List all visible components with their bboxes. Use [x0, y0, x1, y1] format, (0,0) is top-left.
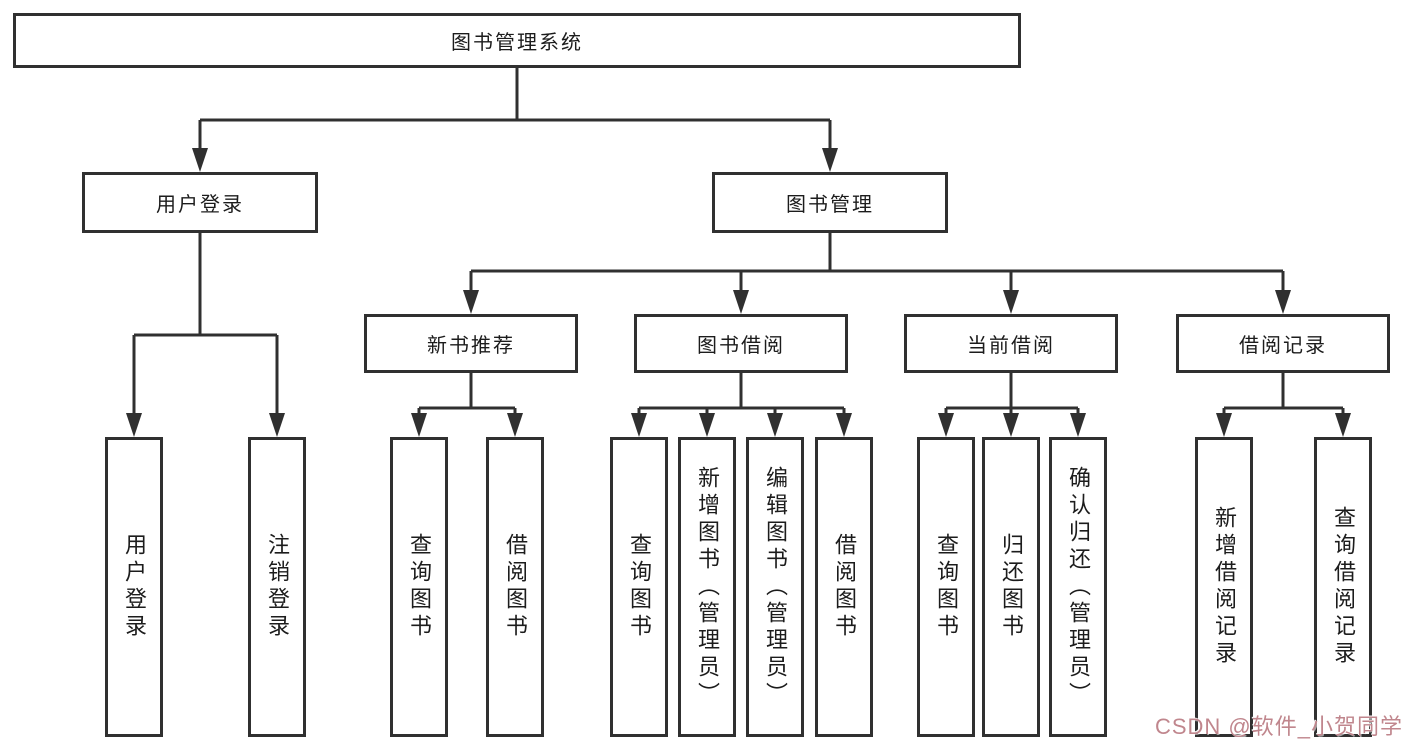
leaf-cb-query-books: 查询图书 [917, 437, 975, 737]
leaf-label: 用户登录 [122, 533, 147, 641]
node-root: 图书管理系统 [13, 13, 1021, 68]
arrowhead [1003, 290, 1019, 314]
arrowhead [192, 148, 208, 172]
arrowhead [767, 413, 783, 437]
leaf-bb-edit-book-admin: 编辑图书（管理员） [746, 437, 804, 737]
node-book-borrow: 图书借阅 [634, 314, 848, 373]
arrowhead [126, 413, 142, 437]
connector-new-book-recommend [417, 373, 517, 415]
arrowhead [733, 290, 749, 314]
arrowhead [822, 148, 838, 172]
arrowhead [836, 413, 852, 437]
leaf-bb-query-books: 查询图书 [610, 437, 668, 737]
leaf-label: 查询图书 [627, 533, 652, 641]
leaf-label: 借阅图书 [503, 533, 528, 641]
leaf-bb-borrow-books: 借阅图书 [815, 437, 873, 737]
leaf-label: 注销登录 [265, 533, 290, 641]
arrowhead [507, 413, 523, 437]
leaf-label: 查询图书 [407, 533, 432, 641]
leaf-label: 归还图书 [999, 533, 1024, 641]
node-borrow-records: 借阅记录 [1176, 314, 1390, 373]
leaf-nbr-query-books: 查询图书 [390, 437, 448, 737]
leaf-label: 查询图书 [934, 533, 959, 641]
arrowhead [938, 413, 954, 437]
leaf-label: 确认归还（管理员） [1066, 465, 1091, 709]
leaf-cb-confirm-return-admin: 确认归还（管理员） [1049, 437, 1107, 737]
arrowhead [699, 413, 715, 437]
connector-root [198, 68, 832, 150]
leaf-user-login: 用户登录 [105, 437, 163, 737]
connector-current-borrow [944, 373, 1080, 415]
leaf-label: 新增图书（管理员） [695, 465, 720, 709]
leaf-bb-add-book-admin: 新增图书（管理员） [678, 437, 736, 737]
connector-book-borrow [637, 373, 846, 415]
leaf-br-query-record: 查询借阅记录 [1314, 437, 1372, 737]
leaf-br-add-record: 新增借阅记录 [1195, 437, 1253, 737]
leaf-label: 编辑图书（管理员） [763, 465, 788, 709]
arrowhead [411, 413, 427, 437]
leaf-logout: 注销登录 [248, 437, 306, 737]
leaf-label: 查询借阅记录 [1331, 506, 1356, 668]
connector-book-management [469, 233, 1285, 292]
arrowhead [463, 290, 479, 314]
arrowhead [1335, 413, 1351, 437]
node-book-management: 图书管理 [712, 172, 948, 233]
leaf-cb-return-books: 归还图书 [982, 437, 1040, 737]
leaf-label: 新增借阅记录 [1212, 506, 1237, 668]
leaf-nbr-borrow-books: 借阅图书 [486, 437, 544, 737]
connector-borrow-records [1222, 373, 1345, 415]
leaf-label: 借阅图书 [832, 533, 857, 641]
connector-user-login [132, 233, 279, 415]
node-new-book-recommend: 新书推荐 [364, 314, 578, 373]
arrowhead [1216, 413, 1232, 437]
arrowhead [631, 413, 647, 437]
csdn-watermark: CSDN @软件_小贺同学 [1154, 714, 1403, 739]
arrowhead [1275, 290, 1291, 314]
arrowhead [1070, 413, 1086, 437]
node-user-login: 用户登录 [82, 172, 318, 233]
arrowhead [1003, 413, 1019, 437]
node-current-borrow: 当前借阅 [904, 314, 1118, 373]
arrowhead [269, 413, 285, 437]
